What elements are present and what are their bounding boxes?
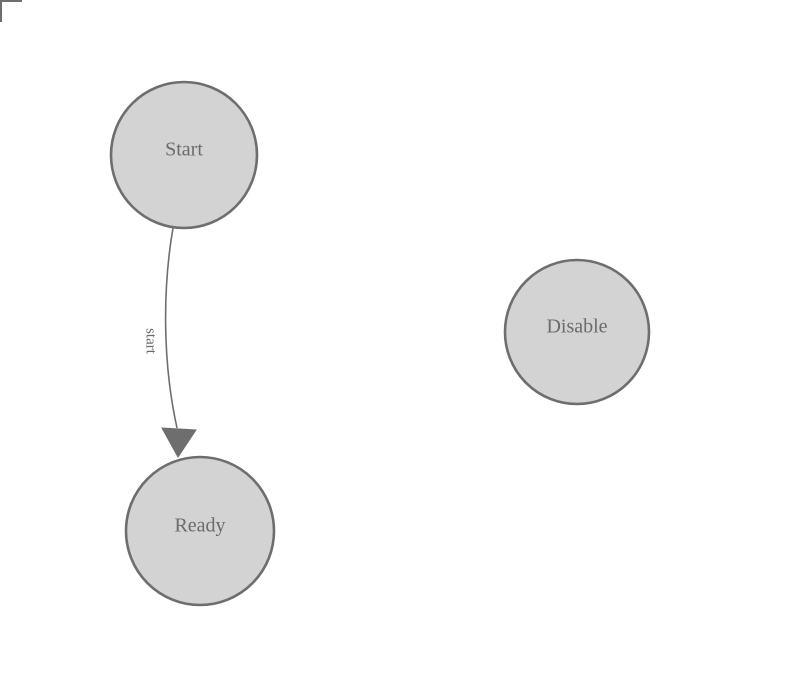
edge-label-group: start [143, 328, 159, 355]
node-start-label: Start [165, 139, 203, 161]
node-ready[interactable]: Ready [124, 455, 276, 607]
node-disable-label: Disable [546, 316, 607, 338]
edge-label-start: start [143, 328, 159, 355]
node-disable-circle[interactable] [503, 258, 651, 406]
edge-path [164, 227, 178, 429]
top-left-corner-mark [0, 0, 22, 22]
arrowhead-icon [161, 427, 197, 458]
node-start[interactable]: Start [109, 80, 259, 230]
node-disable[interactable]: Disable [503, 258, 651, 406]
edge-start-to-ready[interactable]: start [143, 227, 197, 458]
node-ready-label: Ready [174, 515, 225, 537]
node-start-circle[interactable] [109, 80, 259, 230]
node-ready-circle[interactable] [124, 455, 276, 607]
